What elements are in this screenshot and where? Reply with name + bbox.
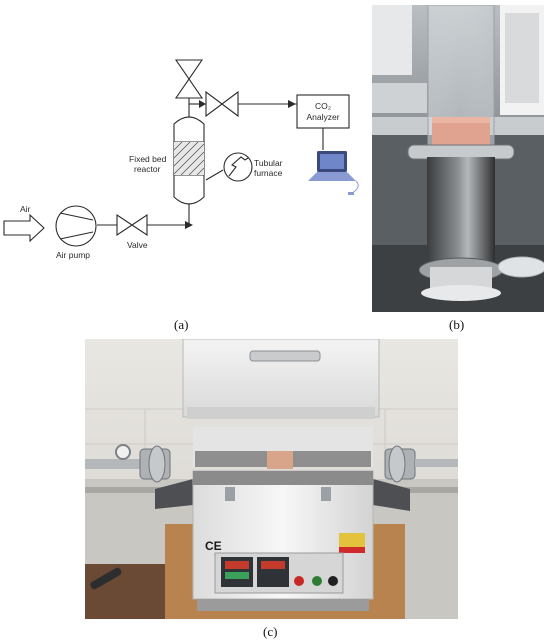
flow-arrow: [199, 100, 206, 108]
vent-valve-symbol: [174, 59, 204, 99]
caption-c: (c): [263, 624, 278, 639]
furnace-label-2: furnace: [254, 168, 283, 178]
furnace-symbol: [223, 152, 253, 182]
analyzer-box: [296, 94, 350, 129]
flow-arrow: [185, 221, 193, 229]
caption-b: (b): [449, 317, 465, 332]
reactor-packed-bed: [173, 141, 205, 176]
ce-mark: CE: [205, 539, 222, 553]
tube-furnace-drawing: CE: [85, 339, 458, 619]
valve-symbol: [116, 213, 148, 237]
tube-furnace-photo: CE: [85, 339, 458, 619]
flow-arrow: [288, 100, 296, 108]
pressure-gauge: [115, 444, 131, 460]
warning-label: [339, 533, 365, 547]
reactor-label-2: reactor: [134, 164, 161, 174]
reactor-photo-drawing: [372, 5, 544, 312]
analyzer-valve-symbol: [205, 90, 239, 118]
caption-a: (a): [174, 317, 189, 332]
power-button: [294, 576, 304, 586]
furnace-label: Tubular: [254, 158, 283, 168]
reactor-photo: [372, 5, 544, 312]
process-schematic: Air Air pump Valve Fixed bed reactor Tub…: [3, 59, 359, 260]
analyzer-label-2: Analyzer: [306, 112, 339, 122]
schematic-panel: Air Air pump Valve Fixed bed reactor Tub…: [0, 0, 365, 320]
air-pump-symbol: [55, 205, 97, 247]
run-button: [312, 576, 322, 586]
air-inlet-arrow: [3, 213, 45, 243]
analyzer-label: CO₂: [315, 101, 331, 111]
reactor-label: Fixed bed: [129, 154, 167, 164]
laptop-icon: [308, 151, 359, 195]
air-pump-label: Air pump: [56, 250, 90, 260]
valve-label: Valve: [127, 240, 148, 250]
air-label: Air: [20, 204, 31, 214]
